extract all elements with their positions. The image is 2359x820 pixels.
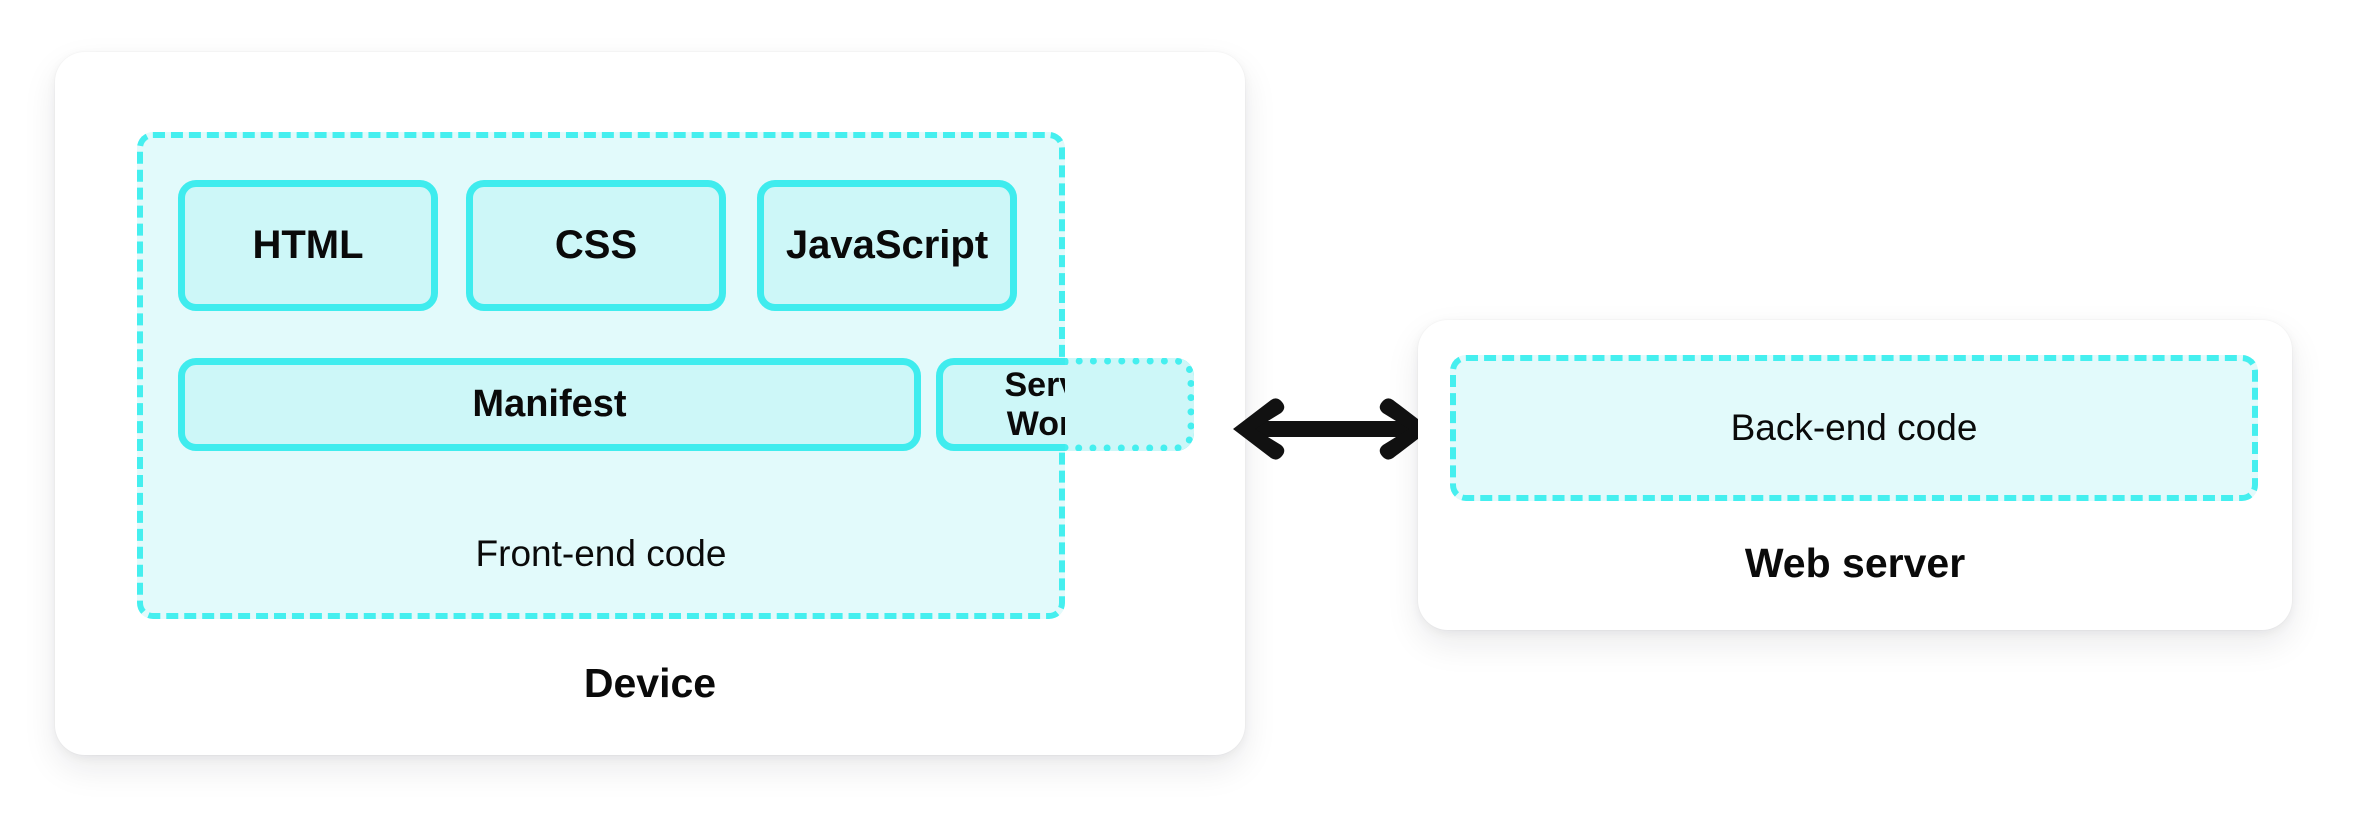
double-headed-arrow-icon bbox=[1233, 398, 1431, 460]
backend-code-label: Back-end code bbox=[1730, 407, 1978, 448]
backend-code-group bbox=[1450, 355, 2258, 501]
service-worker-label-line2: Worker bbox=[1006, 404, 1124, 443]
javascript-box[interactable]: JavaScript bbox=[757, 180, 1017, 311]
web-server-label: Web server bbox=[1744, 540, 1966, 586]
css-box[interactable]: CSS bbox=[466, 180, 726, 311]
html-box[interactable]: HTML bbox=[178, 180, 438, 311]
service-worker-label: Service Worker bbox=[1005, 366, 1126, 442]
frontend-code-label: Front-end code bbox=[475, 533, 727, 574]
service-worker-label-line1: Service bbox=[1004, 366, 1126, 405]
service-worker-box[interactable]: Service Worker bbox=[936, 358, 1194, 451]
manifest-box[interactable]: Manifest bbox=[178, 358, 921, 451]
device-server-connector bbox=[1225, 388, 1439, 470]
device-label: Device bbox=[583, 660, 717, 706]
